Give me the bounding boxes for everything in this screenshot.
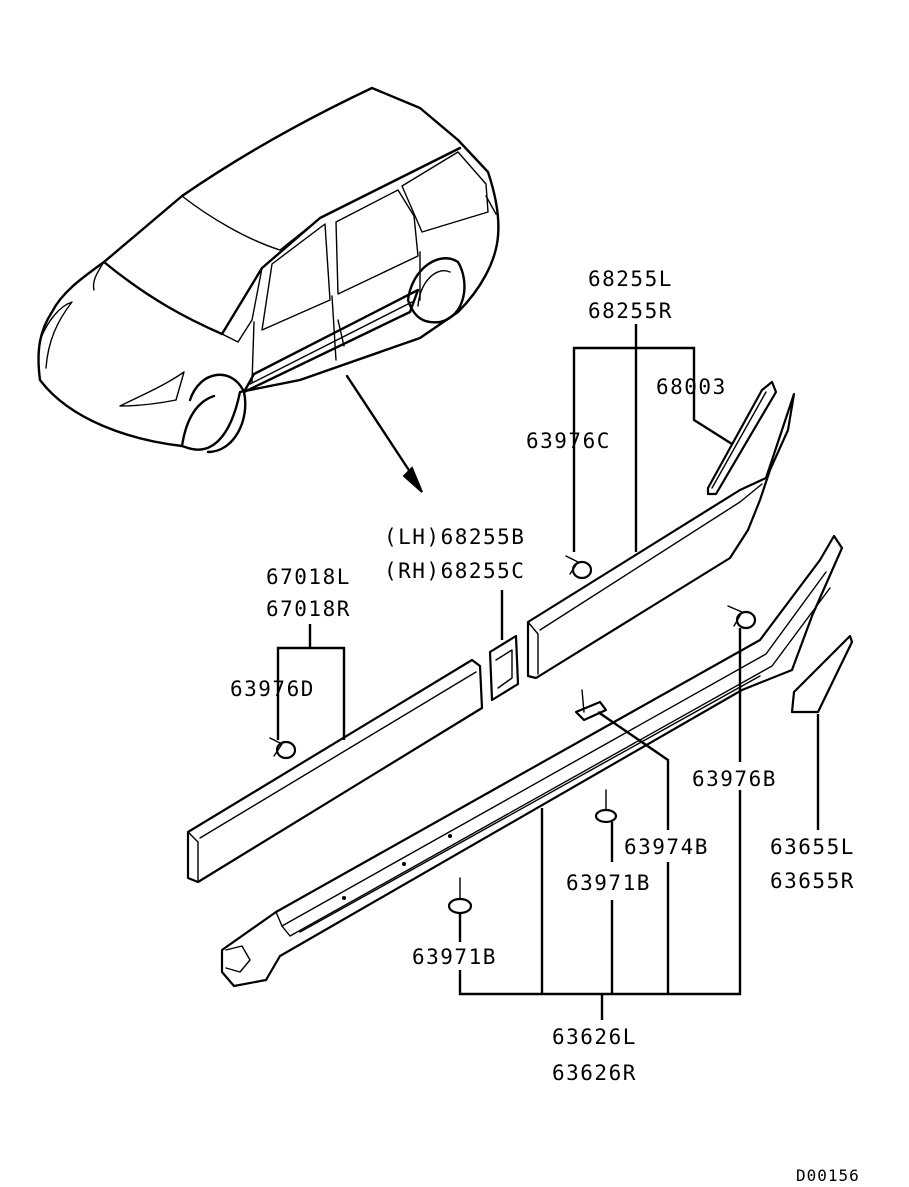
part-68255-molding [526,392,796,680]
label-63626r: 63626R [552,1061,637,1085]
part-67018-molding [186,658,484,884]
label-63974b: 63974B [624,835,709,859]
label-68255r: 68255R [588,299,673,323]
label-68255l: 68255L [588,267,673,291]
part-63626-sill-garnish [220,534,844,988]
label-68255b: (LH)68255B [384,525,525,549]
label-67018r: 67018R [266,597,351,621]
clip-63976c [565,555,593,580]
diagram-code: D00156 [796,1166,860,1185]
label-63971b-lower: 63971B [412,945,497,969]
clip-63976b [727,605,757,630]
label-63626l: 63626L [552,1025,637,1049]
clip-63976d [269,737,297,760]
detail-arrow [345,374,423,493]
clip-63974b [574,689,608,722]
label-68003: 68003 [656,375,727,399]
label-63976b: 63976B [692,767,777,791]
label-63971b-upper: 63971B [566,871,651,895]
label-68255c: (RH)68255C [384,559,525,583]
label-63976d: 63976D [230,677,315,701]
part-68255b-c-piece [488,634,520,702]
label-63655l: 63655L [770,835,855,859]
label-63655r: 63655R [770,869,855,893]
label-67018l: 67018L [266,565,351,589]
leader-lines [276,324,820,1020]
part-63655-end-piece [790,634,854,714]
screw-63971b-lower [447,877,473,915]
vehicle-illustration [37,86,500,454]
screw-63971b-upper [594,789,618,824]
label-63976c: 63976C [526,429,611,453]
